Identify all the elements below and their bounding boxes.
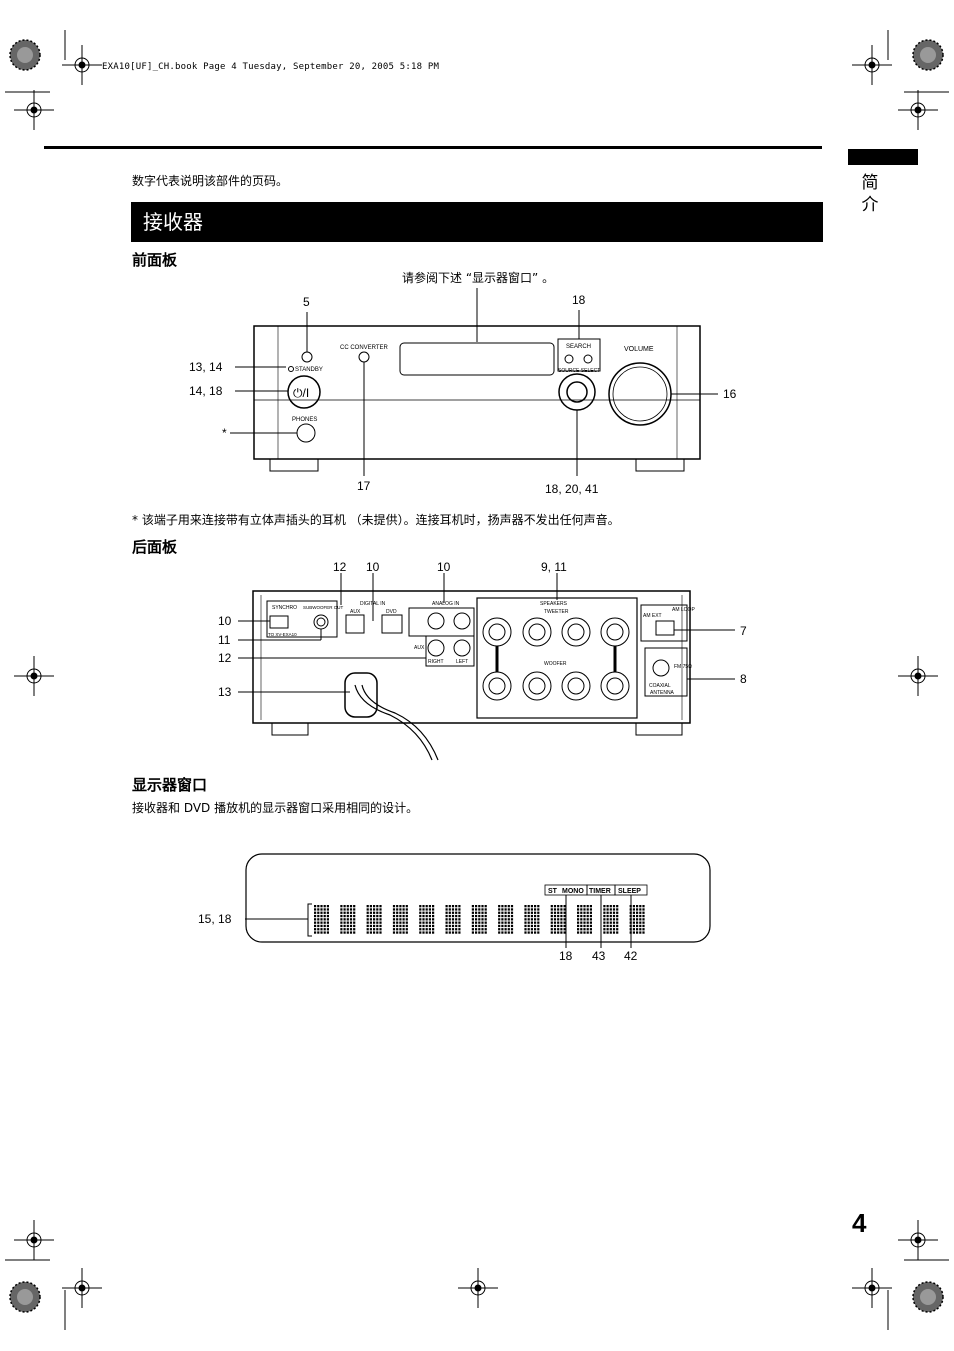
dot-matrix-cell (577, 905, 592, 934)
tweeter-label: TWEETER (544, 609, 569, 615)
callout-rear-13-left: 13 (218, 685, 232, 699)
power-label: ⏻/I (293, 386, 309, 400)
speakers-label: SPEAKERS (540, 601, 568, 607)
callout-15-18: 15, 18 (198, 912, 232, 926)
source-select-label: SOURCE SELECT (558, 368, 600, 374)
woofer-label: WOOFER (544, 661, 567, 667)
dot-matrix-cell (340, 905, 356, 934)
display-note: 请参阅下述 “显示器窗口” 。 (402, 271, 555, 285)
callout-18-top: 18 (572, 293, 586, 307)
standby-label: STANDBY (295, 367, 323, 373)
callout-17: 17 (357, 479, 371, 493)
file-header: EXA10[UF]_CH.book Page 4 Tuesday, Septem… (102, 62, 440, 72)
callout-13-14: 13, 14 (189, 360, 223, 374)
am-ext-label: AM EXT (643, 613, 662, 619)
timer-indicator: TIMER (589, 888, 611, 895)
cd-converter-indicator (358, 351, 370, 363)
aux-analog-label: AUX (414, 645, 425, 651)
dot-matrix-cell (419, 905, 435, 934)
callout-rear-10-left: 10 (218, 614, 232, 628)
callout-display-18: 18 (559, 949, 573, 963)
volume-knob (608, 362, 672, 426)
dot-matrix-cell (314, 905, 329, 934)
callout-18-20-41: 18, 20, 41 (545, 482, 599, 496)
page-number: 4 (852, 1208, 867, 1238)
footnote: * 该端子用来连接带有立体声插头的耳机 （未提供）。连接耳机时，扬声器不发出任何… (132, 513, 620, 527)
callout-16: 16 (723, 387, 737, 401)
dot-matrix-characters (314, 905, 645, 934)
dot-matrix-cell (392, 905, 408, 934)
display-window-diagram: ST MONO TIMER SLEEP 15, 18 18 43 42 (198, 853, 711, 963)
receiver-rear-body (252, 590, 691, 724)
callout-14-18: 14, 18 (189, 384, 223, 398)
display-window-description: 接收器和 DVD 播放机的显示器窗口采用相同的设计。 (132, 801, 419, 815)
callout-rear-7: 7 (740, 624, 747, 638)
synchro-label: SYNCHRO (272, 605, 297, 611)
standby-indicator (301, 351, 313, 363)
intro-text: 数字代表说明该部件的页码。 (132, 174, 289, 188)
dot-matrix-cell (550, 905, 566, 934)
callout-43: 43 (592, 949, 606, 963)
dvd-digital-label: DVD (386, 609, 397, 615)
left-label: LEFT (456, 659, 468, 665)
power-button (287, 375, 321, 409)
aux-digital-label: AUX (350, 609, 361, 615)
display-window-front (399, 342, 555, 376)
dot-matrix-cell (366, 905, 382, 934)
side-tab-label: 简介 (861, 173, 879, 215)
power-cord-clamp (344, 672, 378, 718)
phones-label: PHONES (292, 417, 317, 423)
coaxial-label: COAXIAL (649, 683, 671, 689)
search-label: SEARCH (566, 344, 591, 350)
callout-rear-8: 8 (740, 672, 747, 686)
callout-rear-9-11: 9, 11 (541, 560, 567, 574)
to-xv-label: TO XV-EXA10 (268, 632, 297, 637)
dot-matrix-cell (524, 905, 540, 934)
display-window-heading: 显示器窗口 (132, 776, 208, 794)
callout-rear-10b: 10 (437, 560, 451, 574)
dot-matrix-cell (445, 905, 461, 934)
fm-label: FM 75Ω (674, 664, 692, 670)
analog-in-label: ANALOG IN (432, 601, 460, 607)
am-loop-label: AM LOOP (672, 607, 695, 613)
phones-jack (296, 423, 316, 443)
section-title: 接收器 (131, 202, 823, 242)
subwoofer-label: SUBWOOFER OUT (303, 605, 344, 610)
receiver-front-body (253, 325, 701, 460)
sleep-indicator: SLEEP (618, 888, 641, 895)
dot-matrix-cell (603, 905, 619, 934)
rear-panel-heading: 后面板 (132, 538, 178, 556)
dot-matrix-cell (471, 905, 487, 934)
st-indicator: ST (548, 888, 558, 895)
callout-5: 5 (303, 295, 310, 309)
side-tab-bar (848, 149, 918, 165)
volume-label: VOLUME (624, 346, 654, 353)
callout-star: * (222, 426, 227, 440)
callout-rear-11-left: 11 (218, 633, 231, 647)
callout-rear-10a: 10 (366, 560, 380, 574)
front-panel-heading: 前面板 (132, 251, 178, 269)
callout-rear-12-left: 12 (218, 651, 232, 665)
cd-converter-label: CC CONVERTER (340, 345, 389, 351)
dot-matrix-cell (498, 905, 514, 934)
right-label: RIGHT (428, 659, 444, 665)
top-rule (44, 146, 822, 149)
rear-panel-diagram: SYNCHRO SUBWOOFER OUT TO XV-EXA10 DIGITA… (218, 560, 747, 761)
multi-control-knob (558, 373, 596, 411)
antenna-label: ANTENNA (650, 690, 675, 696)
dot-matrix-cell (629, 905, 645, 934)
callout-42: 42 (624, 949, 638, 963)
front-panel-diagram: CC CONVERTER STANDBY ⏻/I PHONES SEARCH S… (189, 288, 737, 496)
mono-indicator: MONO (562, 888, 584, 895)
callout-rear-12-top: 12 (333, 560, 347, 574)
